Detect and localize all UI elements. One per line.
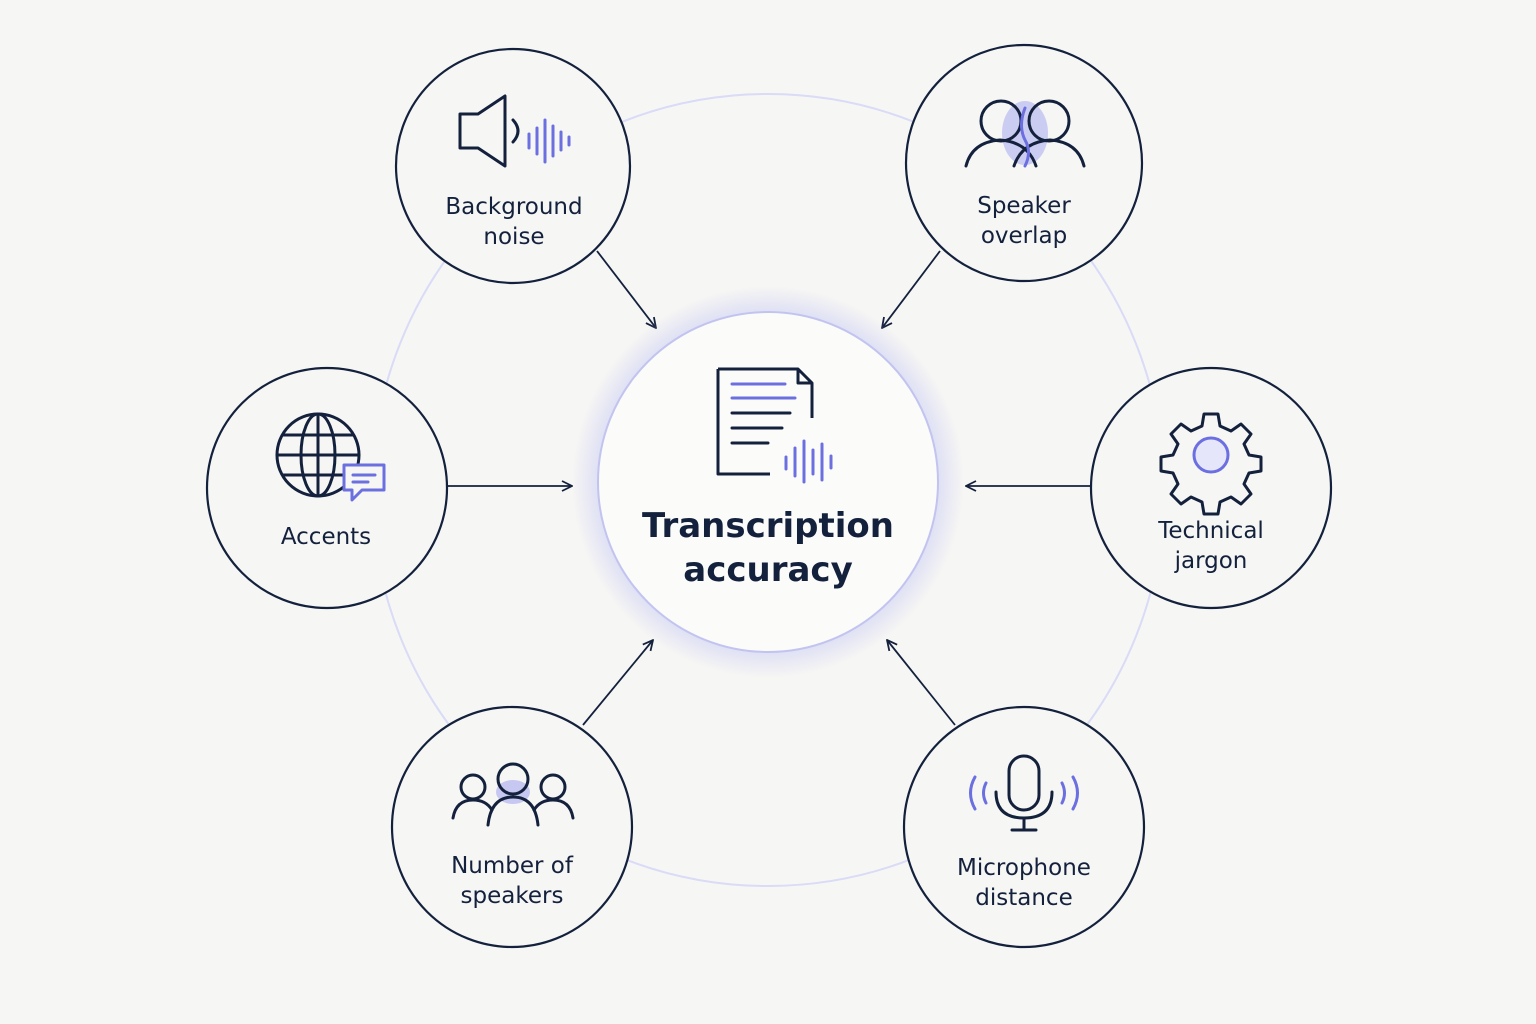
microphone-icon (969, 754, 1079, 832)
arrow-number-of-speakers (582, 640, 653, 726)
label-line: Speaker (977, 193, 1071, 219)
center-node (597, 311, 939, 653)
speaker-sound-wave-icon (458, 94, 571, 168)
people-group-icon (451, 762, 575, 827)
node-background-noise (394, 47, 632, 285)
label-technical-jargon: Technical jargon (1158, 516, 1264, 576)
center-title-line-1: Transcription (642, 506, 894, 546)
label-line: speakers (460, 883, 564, 909)
label-speaker-overlap: Speaker overlap (977, 191, 1071, 251)
transcript-document-icon (716, 367, 833, 484)
label-line: Number of (451, 853, 573, 879)
label-accents: Accents (281, 522, 371, 552)
arrow-speaker-overlap (882, 250, 941, 328)
label-number-of-speakers: Number of speakers (451, 851, 573, 911)
globe-chat-icon (275, 412, 386, 502)
node-technical-jargon (1089, 366, 1333, 610)
overlapping-people-icon (964, 99, 1086, 168)
node-number-of-speakers (390, 705, 634, 949)
center-title-line-2: accuracy (683, 550, 853, 590)
label-line: jargon (1174, 548, 1248, 574)
arrow-microphone-distance (887, 640, 956, 726)
label-microphone-distance: Microphone distance (957, 853, 1091, 913)
arrow-background-noise (596, 250, 656, 328)
label-line: Background (445, 194, 583, 220)
gear-icon (1159, 412, 1263, 516)
label-line: Microphone (957, 855, 1091, 881)
label-line: Accents (280, 524, 372, 550)
label-background-noise: Background noise (445, 192, 582, 252)
label-line: distance (975, 885, 1073, 911)
center-title: Transcription accuracy (642, 504, 894, 592)
label-line: overlap (980, 223, 1068, 249)
label-line: Technical (1158, 518, 1264, 544)
label-line: noise (483, 224, 545, 250)
